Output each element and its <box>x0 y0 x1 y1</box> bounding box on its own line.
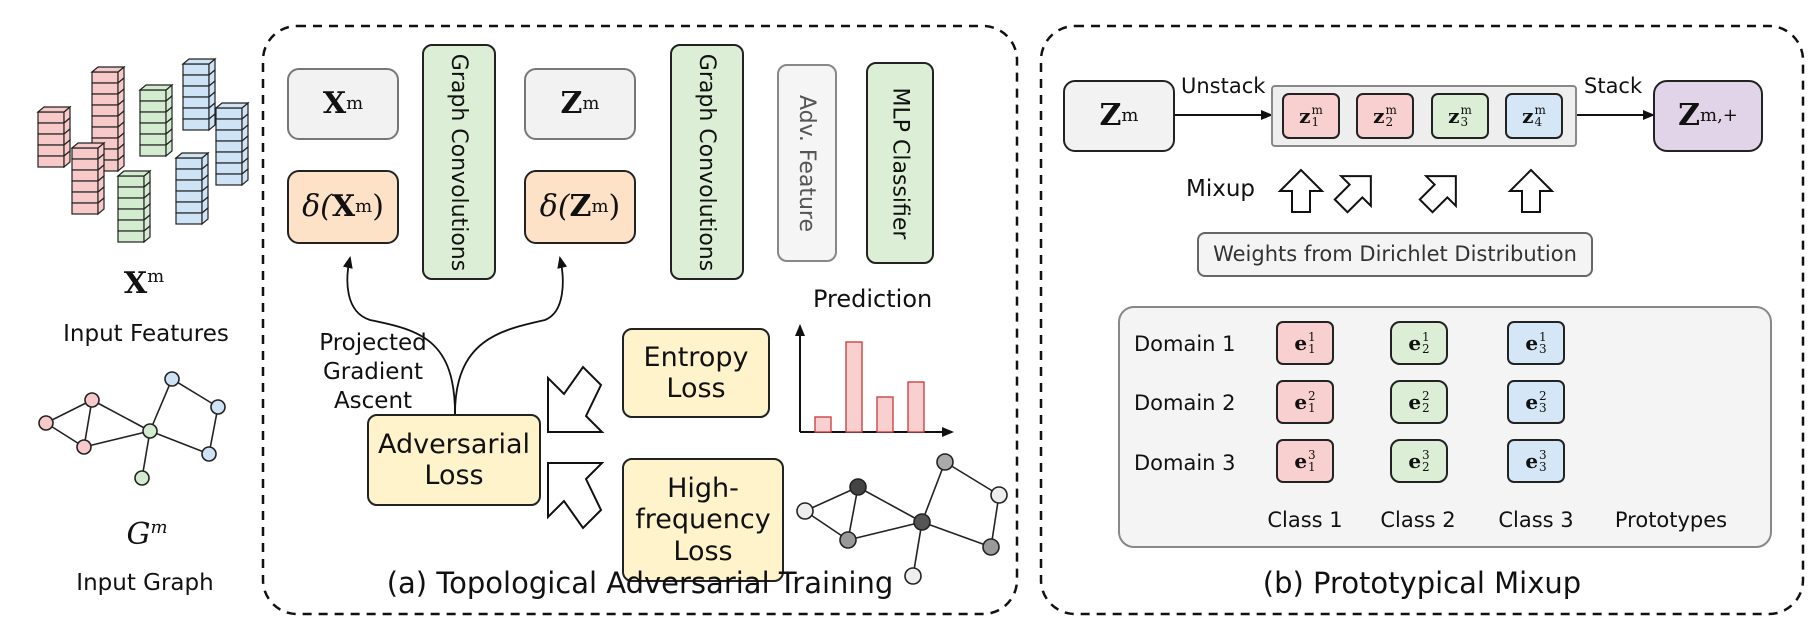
class-1-label: Class 1 <box>1267 508 1343 532</box>
prediction-bar <box>876 396 894 433</box>
feature-stack <box>214 101 250 187</box>
feature-stack <box>36 105 72 169</box>
adv-feature-box: Adv. Feature <box>777 64 837 262</box>
graph-conv-1: Graph Convolutions <box>422 44 496 280</box>
feature-stacks <box>36 57 250 244</box>
panel-a-caption: (a) Topological Adversarial Training <box>386 566 894 600</box>
stack-label: Stack <box>1584 74 1643 98</box>
mixup-arrow-4 <box>1507 168 1555 213</box>
feature-stack <box>90 65 126 173</box>
feature-stack <box>181 57 217 132</box>
graph-symbol: Gm <box>126 517 168 552</box>
pga-line-1: Projected <box>319 330 427 356</box>
pga-arrow-to-delta-x <box>342 256 456 415</box>
input-graph-label: Input Graph <box>76 570 214 596</box>
mixup-arrow-3 <box>1418 175 1457 214</box>
panel-b-frame <box>1039 24 1805 616</box>
prediction-chart <box>795 324 954 437</box>
prediction-bar <box>907 381 925 433</box>
feature-stack <box>116 169 152 244</box>
feature-stack <box>70 141 106 216</box>
input-features-label: Input Features <box>63 321 229 347</box>
hf-to-adv-arrow <box>547 462 605 530</box>
feature-stack <box>138 83 174 158</box>
prototypes-label: Prototypes <box>1614 508 1728 532</box>
input-graph <box>38 371 226 486</box>
prediction-bar <box>814 416 832 433</box>
prediction-bar <box>845 341 863 433</box>
domain-2-label: Domain 2 <box>1134 391 1236 415</box>
graph-conv-2: Graph Convolutions <box>670 44 744 280</box>
dirichlet-box: Weights from Dirichlet Distribution <box>1197 232 1593 277</box>
pga-arrow-to-delta-z <box>454 256 568 415</box>
entropy-to-adv-arrow <box>547 365 605 433</box>
feature-stack <box>174 151 210 226</box>
domain-3-label: Domain 3 <box>1134 451 1236 475</box>
unstack-label: Unstack <box>1181 74 1266 98</box>
mixup-arrow-1 <box>1277 168 1325 213</box>
features-symbol: Xm <box>123 266 165 301</box>
class-3-label: Class 3 <box>1498 508 1574 532</box>
panel-b-caption: (b) Prototypical Mixup <box>1262 566 1582 600</box>
pga-line-2: Gradient <box>322 359 424 385</box>
prediction-label: Prediction <box>813 285 933 313</box>
domain-1-label: Domain 1 <box>1134 332 1236 356</box>
perturbed-graph <box>796 453 1008 585</box>
pga-line-3: Ascent <box>333 388 413 414</box>
panel-a-frame <box>261 24 1019 616</box>
mixup-arrow-2 <box>1333 175 1372 214</box>
mixup-label: Mixup <box>1186 176 1256 202</box>
mlp-classifier-box: MLP Classifier <box>866 62 934 264</box>
class-2-label: Class 2 <box>1380 508 1456 532</box>
